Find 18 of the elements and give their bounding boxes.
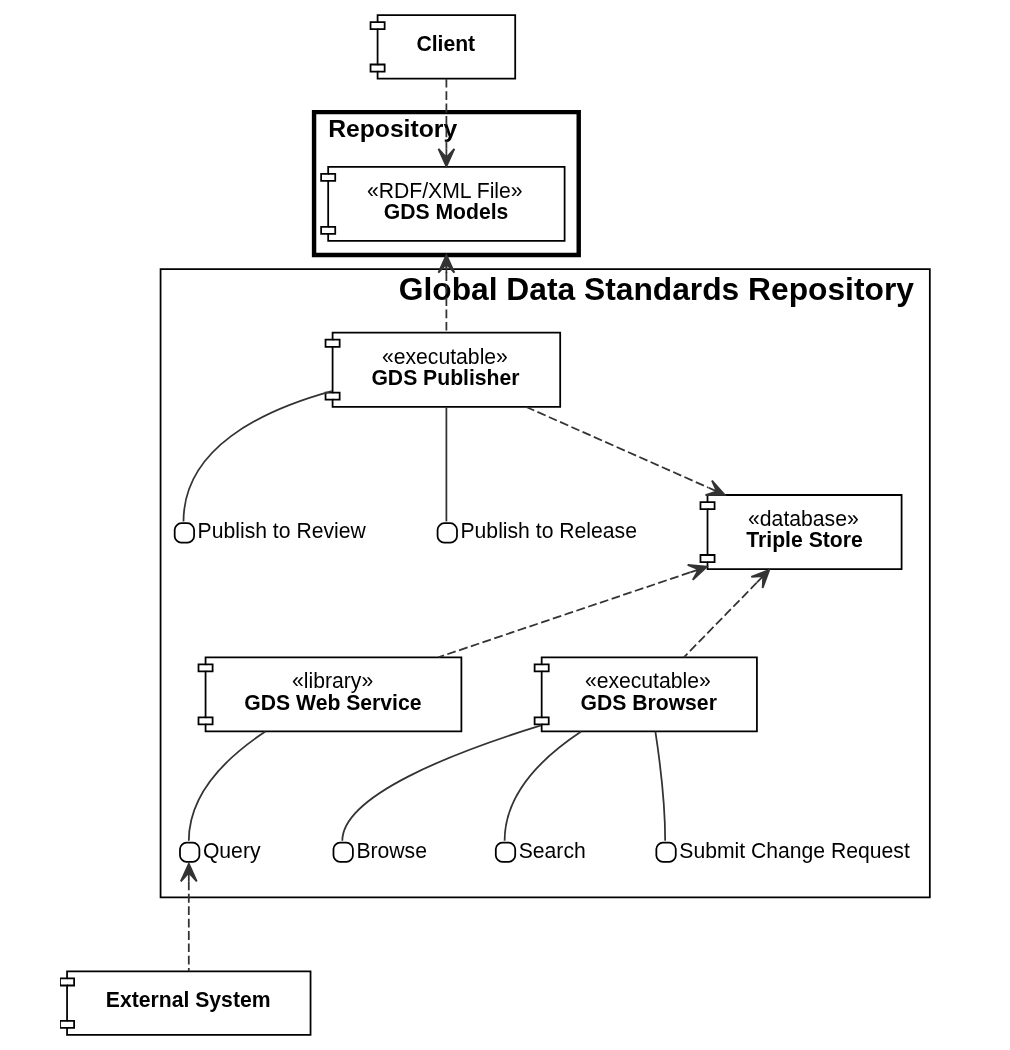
node-label: Query xyxy=(202,838,261,862)
node-label: Submit Change Request xyxy=(678,838,910,862)
connector xyxy=(182,390,333,523)
node-label: Search xyxy=(518,838,586,862)
node-label: Browse xyxy=(355,838,427,862)
arrow xyxy=(682,568,770,659)
arrow xyxy=(437,254,455,334)
node-label: Publish to Review xyxy=(197,519,366,543)
arrow xyxy=(524,406,726,496)
connector xyxy=(340,724,542,842)
arrow xyxy=(437,78,455,168)
connector xyxy=(187,730,266,842)
connector xyxy=(445,406,447,523)
arrow xyxy=(436,563,708,659)
connector xyxy=(503,730,582,842)
arrow xyxy=(179,862,198,973)
node-label: Publish to Release xyxy=(460,519,637,543)
connector xyxy=(654,730,666,842)
